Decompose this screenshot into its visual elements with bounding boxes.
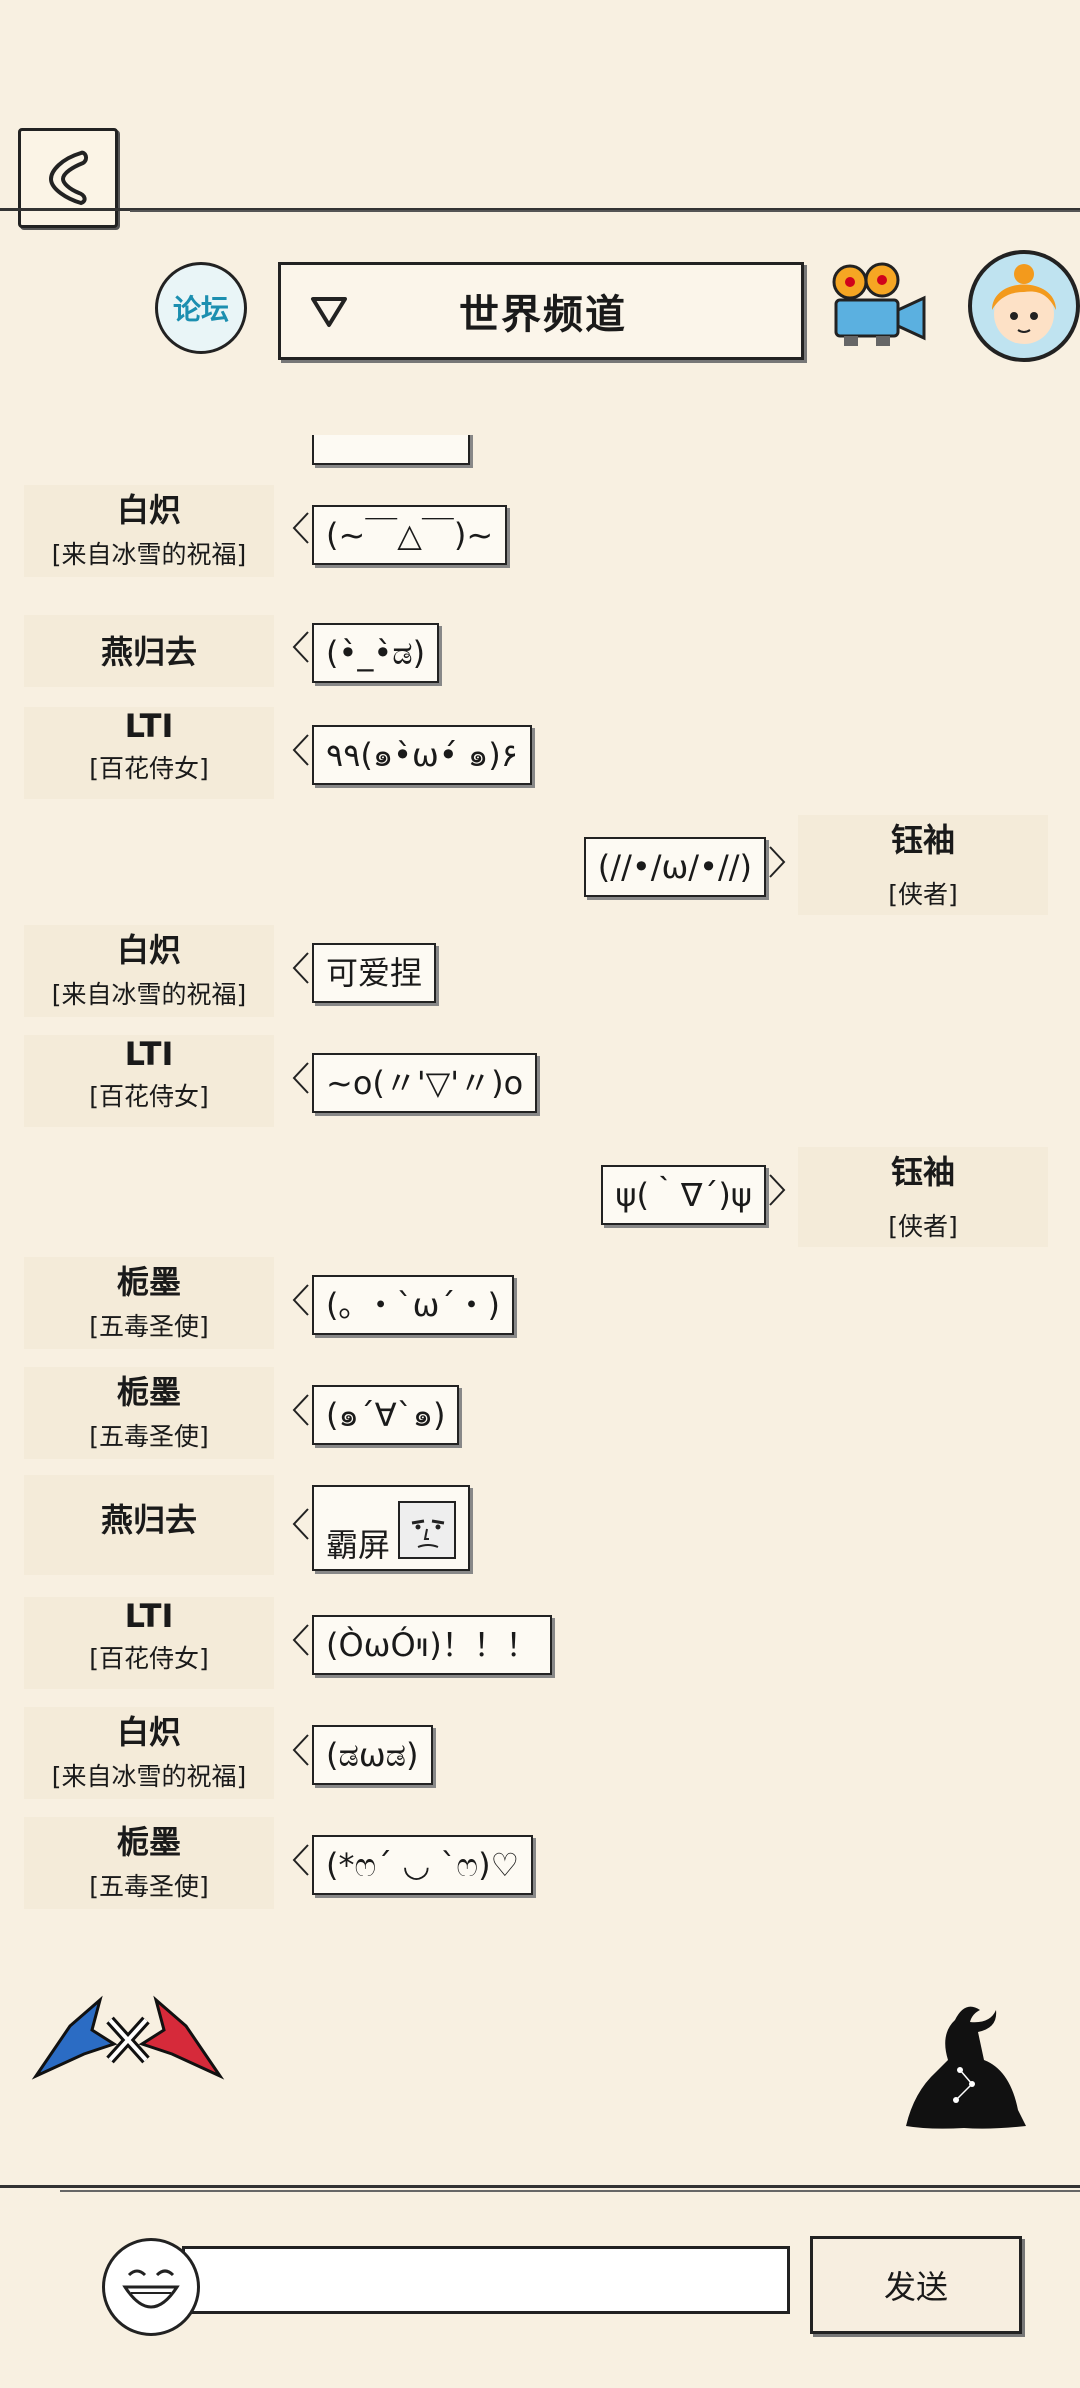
sender-title: [百花侍女] <box>89 1644 209 1673</box>
sender-name: 栀墨 <box>116 1823 181 1861</box>
sender-title: [百花侍女] <box>89 754 209 783</box>
emoji-button[interactable] <box>102 2238 200 2336</box>
camera-button[interactable] <box>826 260 930 350</box>
message-bubble: (ಡωಡ) <box>312 1725 433 1785</box>
send-button[interactable]: 发送 <box>810 2236 1022 2334</box>
message-sender[interactable]: 钰袖 [侠者] <box>798 815 1048 915</box>
sender-title: [来自冰雪的祝福] <box>51 980 247 1009</box>
bubble-tail-left <box>292 1062 309 1094</box>
sender-name: 钰袖 <box>890 1153 955 1191</box>
forum-label: 论坛 <box>172 293 229 326</box>
channel-title: 世界频道 <box>459 292 627 338</box>
sender-title: [来自冰雪的祝福] <box>51 540 247 569</box>
bubble-tail-right <box>769 846 786 878</box>
message-sender[interactable]: 白炽 [来自冰雪的祝福] <box>24 1707 274 1799</box>
bubble-tail-left <box>292 1394 309 1426</box>
message-bubble: ψ(｀∇´)ψ <box>601 1165 766 1225</box>
meme-face-icon <box>398 1501 457 1559</box>
bubble-tail-left <box>292 1508 309 1540</box>
meditating-figure-icon <box>906 2006 1026 2129</box>
emoji-face-icon <box>122 2269 180 2309</box>
message-sender[interactable]: LTI [百花侍女] <box>24 1035 274 1127</box>
message-bubble: 霸屏 <box>312 1485 471 1571</box>
sender-name: 白炽 <box>116 1713 181 1751</box>
message-input[interactable] <box>182 2246 790 2314</box>
message-bubble: (//•/ω/•//) <box>583 837 766 897</box>
user-avatar[interactable] <box>968 250 1080 362</box>
sender-name: 钰袖 <box>890 821 955 859</box>
sender-title: [五毒圣使] <box>89 1422 209 1451</box>
back-button[interactable] <box>18 128 118 228</box>
sender-title: [百花侍女] <box>89 1082 209 1111</box>
channel-selector[interactable]: 世界频道 <box>278 262 804 360</box>
triangle-down-icon <box>311 297 347 327</box>
bubble-tail-left <box>292 1284 309 1316</box>
sender-title: [五毒圣使] <box>89 1312 209 1341</box>
message-sender[interactable]: 钰袖 [侠者] <box>798 1147 1048 1247</box>
back-chevron-icon <box>48 150 89 206</box>
footer-divider-secondary <box>60 2190 1080 2192</box>
sender-name: 燕归去 <box>100 1501 197 1539</box>
message-bubble: (ÒωÓױ)！！！ <box>312 1615 552 1675</box>
bubble-tail-left <box>292 1734 309 1766</box>
sender-name: 白炽 <box>116 491 181 529</box>
sender-name: 栀墨 <box>116 1263 181 1301</box>
message-sender[interactable]: 白炽 [来自冰雪的祝福] <box>24 925 274 1017</box>
sender-name: 白炽 <box>116 931 181 969</box>
message-list[interactable]: 白炽 [来自冰雪的祝福] (~￣△￣)~ 燕归去 (•̀_•̀ಡ) LTI [百… <box>0 435 1080 1935</box>
bubble-tail-left <box>292 631 309 663</box>
bubble-tail-left <box>292 734 309 766</box>
forum-button[interactable]: 论坛 <box>155 262 247 354</box>
message-text: 霸屏 <box>326 1526 391 1564</box>
message-bubble: (*ෆ´ ◡ `ෆ)♡ <box>312 1835 534 1895</box>
message-sender[interactable]: 燕归去 <box>24 1475 274 1575</box>
sender-name: LTI <box>124 707 174 745</box>
bubble-tail-left <box>292 1844 309 1876</box>
message-bubble: (｡ ・`ω´・) <box>312 1275 514 1335</box>
sender-name: LTI <box>124 1597 174 1635</box>
header-divider-secondary <box>130 210 1080 212</box>
sender-name: 栀墨 <box>116 1373 181 1411</box>
message-bubble: (•̀_•̀ಡ) <box>312 623 440 683</box>
sender-title: [来自冰雪的祝福] <box>51 1762 247 1791</box>
message-bubble: ٩٩(๑•̀ω•́ ๑)۶ <box>312 725 532 785</box>
bubble-tail-left <box>292 1624 309 1656</box>
camera-icon <box>832 262 926 346</box>
sender-title: [五毒圣使] <box>89 1872 209 1901</box>
sender-name: LTI <box>124 1035 174 1073</box>
message-sender[interactable]: LTI [百花侍女] <box>24 1597 274 1689</box>
footer-divider <box>0 2185 1080 2188</box>
sender-name: 燕归去 <box>100 633 197 671</box>
sender-title: [侠者] <box>888 1212 958 1241</box>
message-bubble: (~￣△￣)~ <box>312 505 508 565</box>
message-sender[interactable]: 栀墨 [五毒圣使] <box>24 1367 274 1459</box>
bubble-tail-left <box>292 952 309 984</box>
versus-logo[interactable] <box>30 1990 226 2090</box>
message-bubble: ~o(〃'▽'〃)o <box>312 1053 538 1113</box>
bubble-tail-left <box>292 512 309 544</box>
message-sender[interactable]: 栀墨 [五毒圣使] <box>24 1257 274 1349</box>
send-label: 发送 <box>883 2268 948 2306</box>
message-sender[interactable]: LTI [百花侍女] <box>24 707 274 799</box>
message-bubble: (๑´∀`๑) <box>312 1385 460 1445</box>
message-bubble: 可爱捏 <box>312 943 437 1003</box>
header-divider <box>0 208 1080 211</box>
message-bubble-partial <box>312 435 470 465</box>
meditating-figure[interactable] <box>900 2000 1030 2135</box>
user-avatar-icon <box>992 264 1056 344</box>
versus-logo-icon <box>31 1995 225 2080</box>
message-sender[interactable]: 白炽 [来自冰雪的祝福] <box>24 485 274 577</box>
message-sender[interactable]: 栀墨 [五毒圣使] <box>24 1817 274 1909</box>
sender-title: [侠者] <box>888 880 958 909</box>
bubble-tail-right <box>769 1174 786 1206</box>
message-sender[interactable]: 燕归去 <box>24 615 274 687</box>
